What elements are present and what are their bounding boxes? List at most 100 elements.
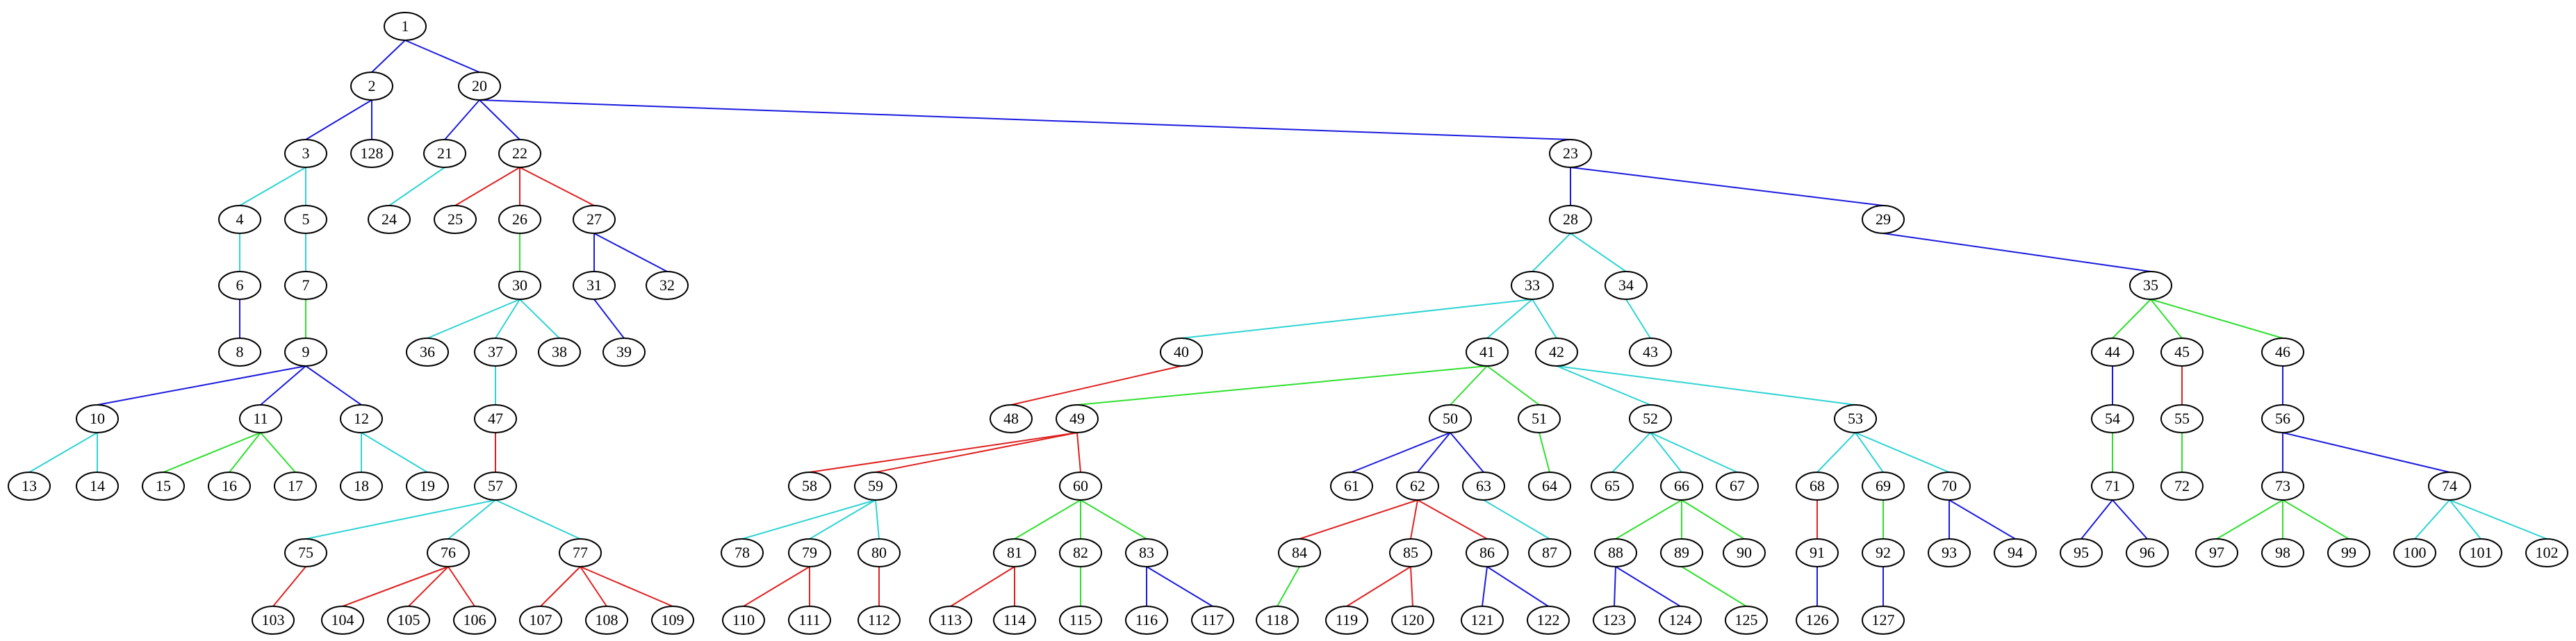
node-label: 2 xyxy=(368,77,376,94)
node-51: 51 xyxy=(1518,404,1561,433)
node-ellipse xyxy=(1605,271,1648,300)
edge-33-42 xyxy=(1532,299,1557,339)
edge-79-110 xyxy=(743,566,810,607)
node-1: 1 xyxy=(384,12,427,41)
node-63: 63 xyxy=(1462,472,1505,501)
node-ellipse xyxy=(1461,606,1504,635)
edge-50-62 xyxy=(1417,432,1451,473)
edge-40-48 xyxy=(1010,365,1182,406)
node-ellipse xyxy=(2393,538,2436,567)
node-111: 111 xyxy=(788,606,831,635)
node-ellipse xyxy=(387,606,430,635)
edge-59-78 xyxy=(741,499,876,540)
node-ellipse xyxy=(1391,606,1434,635)
node-label: 104 xyxy=(331,611,354,628)
node-ellipse xyxy=(1527,606,1570,635)
node-ellipse xyxy=(284,338,327,367)
node-ellipse xyxy=(1429,404,1472,433)
edge-49-60 xyxy=(1076,432,1081,473)
node-67: 67 xyxy=(1716,472,1759,501)
edge-22-27 xyxy=(519,167,595,206)
node-ellipse xyxy=(573,205,616,234)
node-30: 30 xyxy=(498,271,541,300)
node-ellipse xyxy=(1660,538,1703,567)
edge-27-32 xyxy=(593,233,668,272)
node-ellipse xyxy=(2261,538,2304,567)
node-ellipse xyxy=(1928,538,1971,567)
edge-52-66 xyxy=(1650,432,1682,473)
node-107: 107 xyxy=(519,606,562,635)
edge-73-99 xyxy=(2282,499,2349,540)
node-label: 58 xyxy=(802,477,817,494)
node-81: 81 xyxy=(993,538,1036,567)
edge-42-53 xyxy=(1556,365,1856,406)
node-ellipse xyxy=(1862,205,1905,234)
node-ellipse xyxy=(1591,472,1634,501)
node-86: 86 xyxy=(1466,538,1509,567)
node-ellipse xyxy=(1325,606,1368,635)
node-label: 108 xyxy=(596,611,618,628)
node-ellipse xyxy=(340,472,383,501)
node-68: 68 xyxy=(1796,472,1839,501)
node-15: 15 xyxy=(142,472,185,501)
node-label: 97 xyxy=(2209,544,2224,561)
edge-59-79 xyxy=(809,499,876,540)
node-label: 71 xyxy=(2105,477,2120,494)
node-ellipse xyxy=(1594,538,1637,567)
node-ellipse xyxy=(1059,606,1102,635)
edge-1-2 xyxy=(371,40,406,73)
node-ellipse xyxy=(350,139,393,168)
edge-11-15 xyxy=(163,432,261,473)
edge-23-29 xyxy=(1570,167,1884,206)
edge-20-23 xyxy=(479,99,1571,140)
node-label: 83 xyxy=(1139,544,1154,561)
node-label: 115 xyxy=(1069,611,1092,628)
edge-71-95 xyxy=(2081,499,2113,540)
node-61: 61 xyxy=(1330,472,1373,501)
node-ellipse xyxy=(284,139,327,168)
node-label: 53 xyxy=(1848,410,1863,427)
node-28: 28 xyxy=(1549,205,1592,234)
edge-84-118 xyxy=(1277,566,1300,607)
node-label: 56 xyxy=(2275,410,2290,427)
node-ellipse xyxy=(1549,139,1592,168)
node-87: 87 xyxy=(1528,538,1571,567)
node-123: 123 xyxy=(1593,606,1636,635)
node-58: 58 xyxy=(788,472,831,501)
edge-35-46 xyxy=(2150,299,2283,339)
node-124: 124 xyxy=(1659,606,1702,635)
edge-60-83 xyxy=(1080,499,1147,540)
node-60: 60 xyxy=(1059,472,1102,501)
node-label: 28 xyxy=(1563,210,1578,228)
node-46: 46 xyxy=(2261,338,2304,367)
node-label: 41 xyxy=(1479,343,1495,360)
node-128: 128 xyxy=(350,139,393,168)
node-label: 50 xyxy=(1443,410,1458,427)
node-44: 44 xyxy=(2091,338,2134,367)
node-ellipse xyxy=(368,205,411,234)
edge-35-45 xyxy=(2150,299,2183,339)
node-label: 35 xyxy=(2143,276,2158,294)
node-122: 122 xyxy=(1527,606,1570,635)
edge-52-67 xyxy=(1650,432,1738,473)
node-label: 38 xyxy=(552,343,567,360)
node-label: 23 xyxy=(1563,144,1578,162)
edge-31-39 xyxy=(593,299,625,339)
node-ellipse xyxy=(474,472,517,501)
node-ellipse xyxy=(2160,404,2204,433)
edge-57-77 xyxy=(495,499,581,540)
node-ellipse xyxy=(993,606,1036,635)
node-19: 19 xyxy=(406,472,449,501)
edge-53-69 xyxy=(1855,432,1884,473)
node-127: 127 xyxy=(1862,606,1905,635)
edge-50-63 xyxy=(1450,432,1484,473)
node-ellipse xyxy=(854,472,897,501)
node-label: 29 xyxy=(1876,210,1891,228)
node-ellipse xyxy=(1462,472,1505,501)
edge-66-88 xyxy=(1615,499,1682,540)
edge-3-4 xyxy=(239,167,306,206)
node-label: 52 xyxy=(1643,410,1658,427)
node-74: 74 xyxy=(2428,472,2471,501)
